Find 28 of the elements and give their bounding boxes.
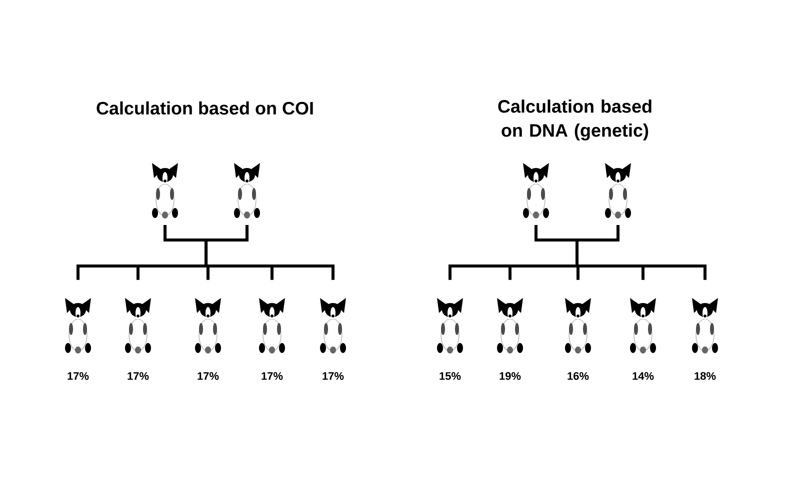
percentage-label: 18% [694,372,716,380]
heading: Calculation based on COI [96,101,313,115]
dog-picture [234,163,260,218]
connector-line [204,225,334,280]
heading: Calculation based on DNA (genetic) [498,100,652,140]
percentage-label: 15% [440,372,461,380]
dog-picture [497,298,523,354]
dog-picture [320,298,346,354]
percentage-label: 17% [262,372,283,380]
dog-picture [437,298,463,354]
dog-picture [195,298,221,354]
dog-picture [523,163,549,218]
percentage-label: 17% [198,372,219,380]
dog-picture [692,298,718,354]
dog-picture [65,298,91,354]
dog-picture [565,298,591,354]
dog-picture [630,298,656,354]
connector-line [576,225,706,280]
percentage-label: 19% [500,372,521,380]
percentage-label: 17% [68,372,89,380]
dog-picture [259,298,285,354]
dog-picture [152,163,178,218]
percentage-label: 17% [322,372,344,380]
dog-picture [125,298,151,354]
percentage-label: 17% [128,372,149,380]
dog-picture [605,163,631,218]
percentage-label: 16% [568,372,589,380]
percentage-label: 14% [632,372,654,380]
